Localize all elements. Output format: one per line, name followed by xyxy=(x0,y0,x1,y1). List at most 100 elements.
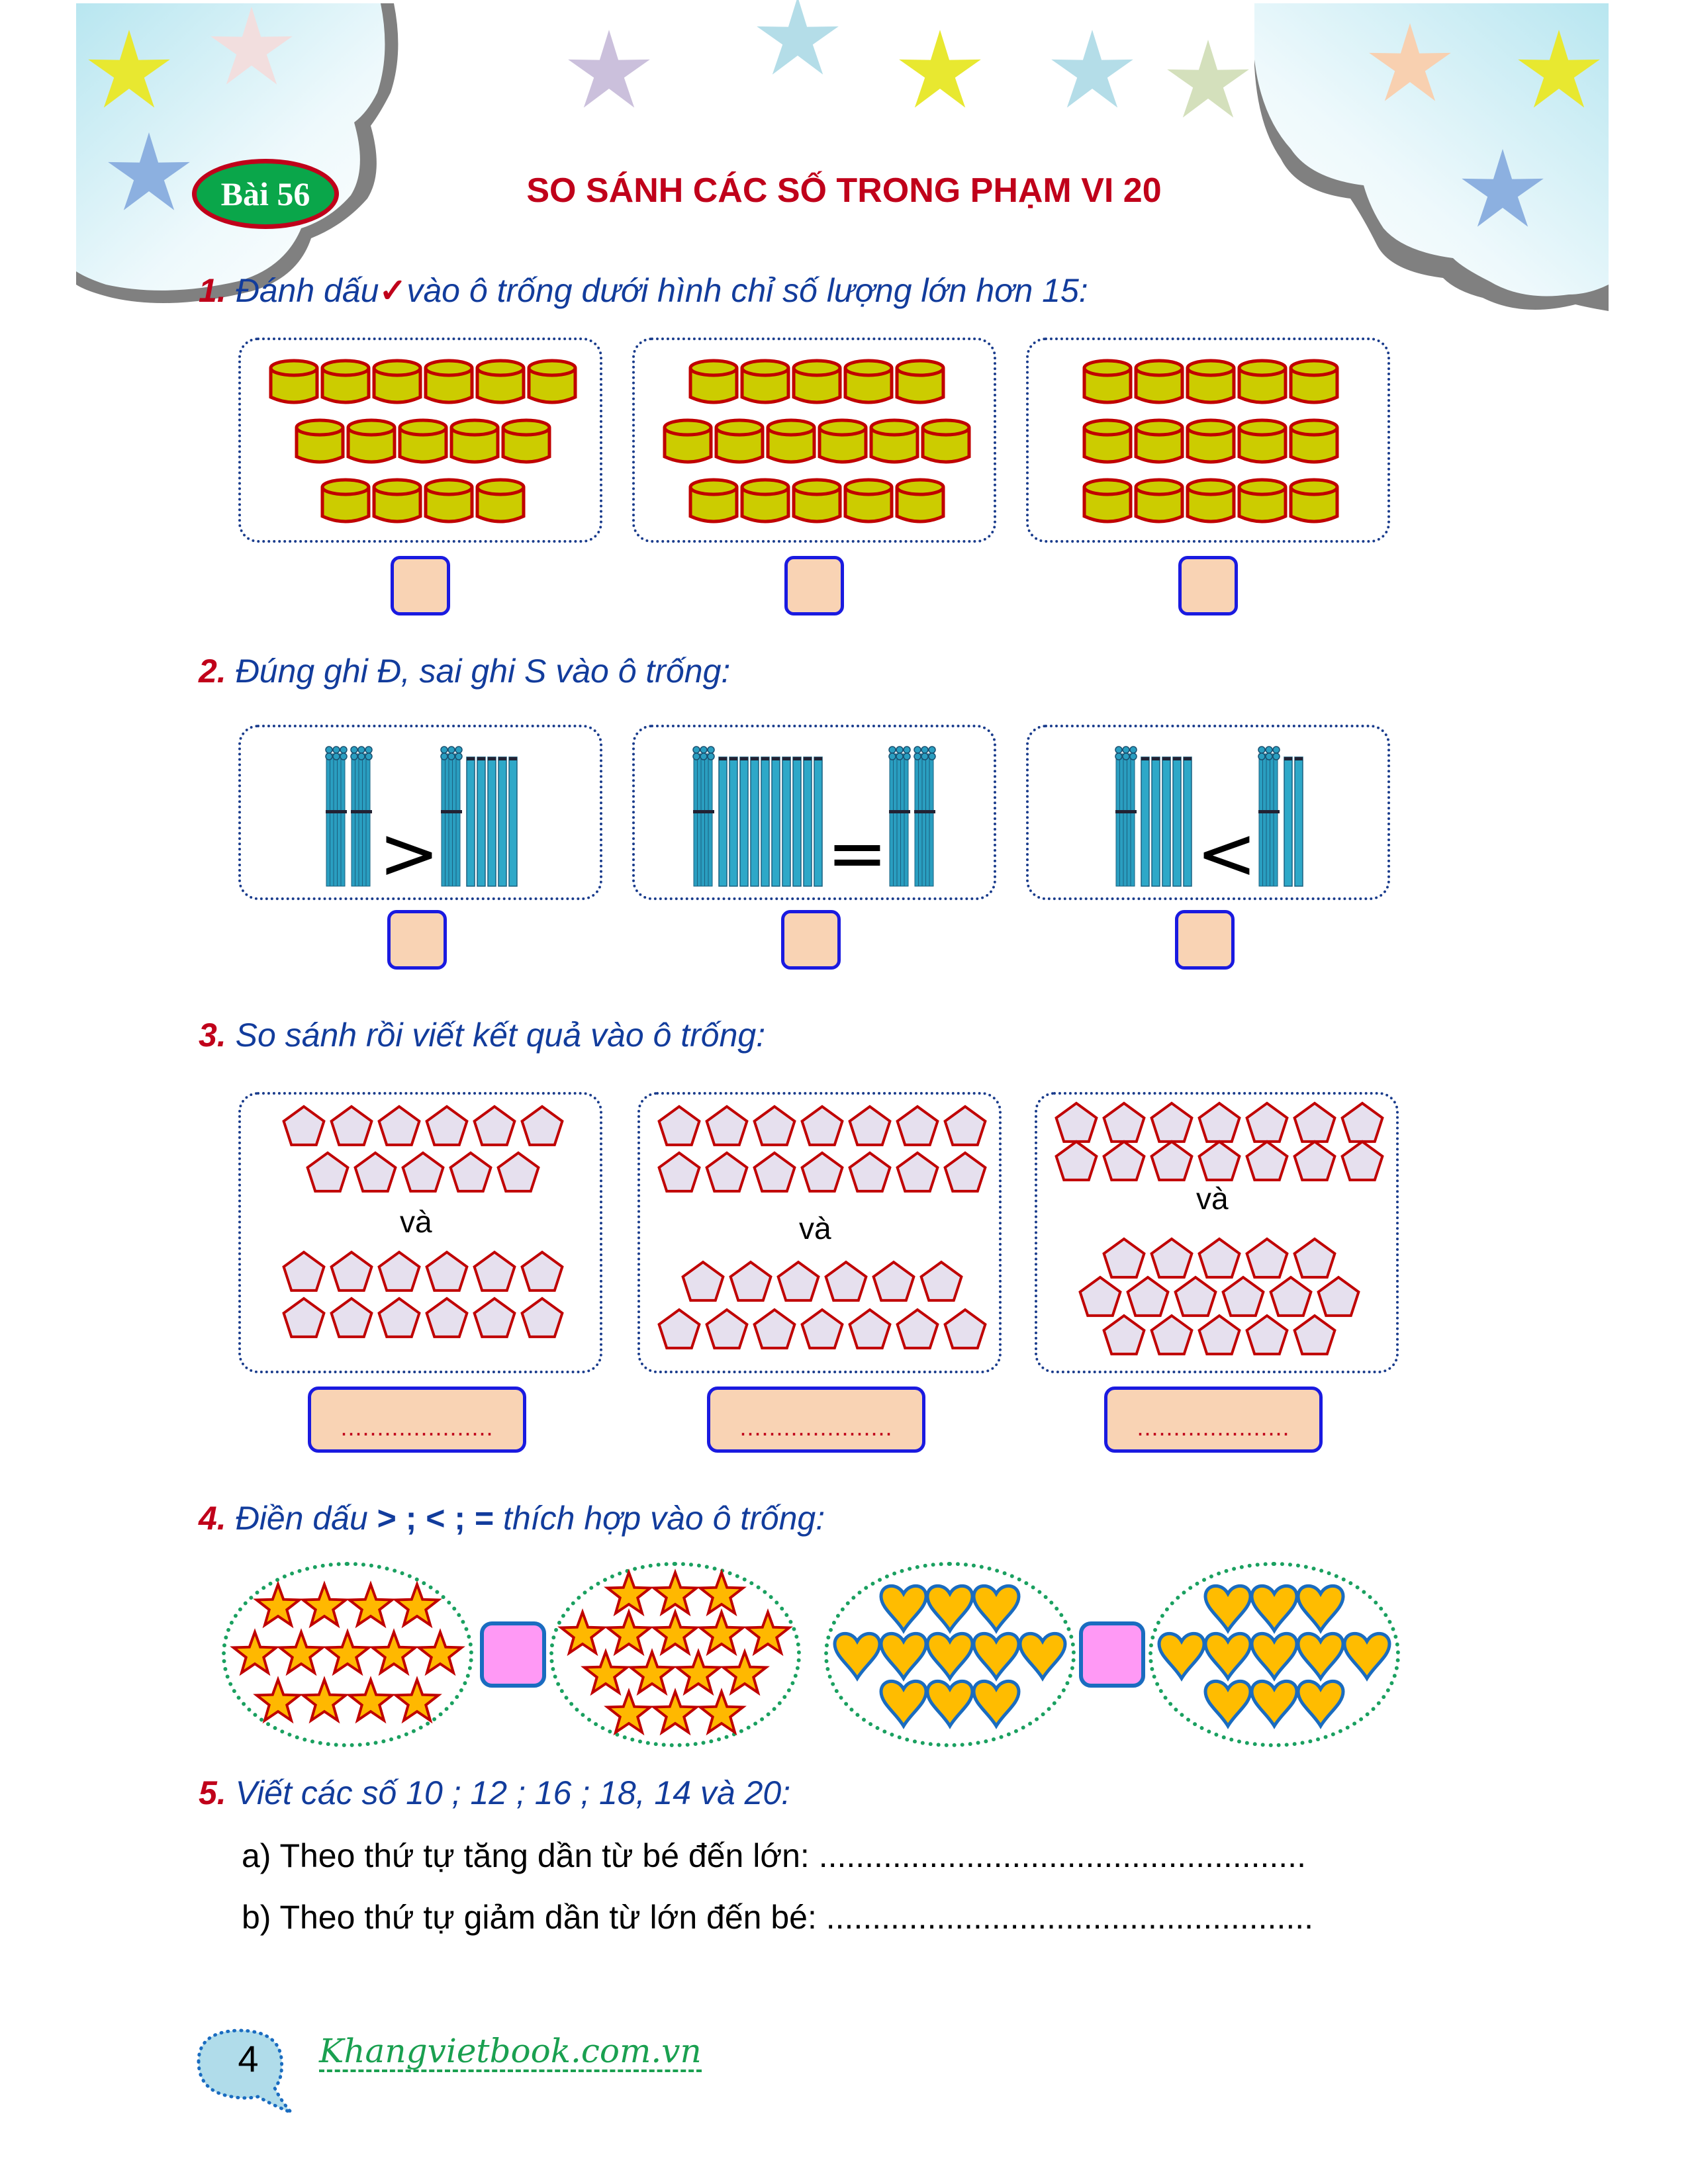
pentagon-icon xyxy=(896,1105,939,1146)
q3-group-box: và xyxy=(637,1092,1002,1373)
cylinder-icon xyxy=(475,478,526,523)
star-icon xyxy=(299,1676,350,1724)
q1-answer-checkbox[interactable] xyxy=(1178,556,1238,615)
stick-icon xyxy=(782,756,791,887)
pentagon-icon xyxy=(1102,1101,1146,1143)
pentagon-icon xyxy=(1340,1140,1384,1181)
q4-heading: 4. Điền dấu > ; < ; = thích hợp vào ô tr… xyxy=(199,1499,825,1537)
stick-icon xyxy=(761,756,770,887)
and-connector: và xyxy=(799,1211,831,1246)
pentagon-icon xyxy=(1245,1101,1289,1143)
page-title: SO SÁNH CÁC SỐ TRONG PHẠM VI 20 xyxy=(526,171,1162,210)
cylinder-icon xyxy=(501,418,551,464)
cylinder-icon xyxy=(688,478,739,523)
pentagon-icon xyxy=(401,1151,445,1193)
heart-group-left xyxy=(833,1584,1067,1729)
heart-icon xyxy=(1250,1680,1299,1729)
cylinder-icon xyxy=(921,418,971,464)
q2-true-false-box[interactable] xyxy=(781,910,841,970)
pentagon-icon xyxy=(943,1105,987,1146)
pentagon-icon xyxy=(520,1297,564,1338)
q2-comparison-box: > xyxy=(238,725,602,900)
heart-group-right xyxy=(1157,1584,1391,1729)
q1-answer-checkbox[interactable] xyxy=(391,556,450,615)
heart-icon xyxy=(879,1632,928,1682)
pentagon-icon xyxy=(753,1105,796,1146)
q5-text: Viết các số 10 ; 12 ; 16 ; 18, 14 và 20: xyxy=(235,1774,791,1811)
stick-bundle-icon xyxy=(440,746,463,887)
cylinder-icon xyxy=(740,359,790,404)
cylinder-icon xyxy=(740,478,790,523)
stick-bundle-icon xyxy=(1258,746,1280,887)
pentagon-icon xyxy=(657,1105,701,1146)
left-group-oval xyxy=(222,1562,473,1747)
pentagon-icon xyxy=(520,1105,564,1146)
pentagon-icon xyxy=(377,1250,421,1292)
pentagon-icon xyxy=(800,1151,844,1193)
pentagon-icon xyxy=(1293,1314,1336,1355)
pentagon-icon xyxy=(425,1250,469,1292)
pentagon-icon xyxy=(1197,1101,1241,1143)
stick-icon xyxy=(487,756,496,887)
star-icon xyxy=(346,1676,396,1724)
star-icon xyxy=(673,1648,724,1696)
sticks-comparison: > xyxy=(325,746,518,895)
star-icon xyxy=(650,1569,700,1617)
sticks-comparison: = xyxy=(692,746,936,895)
pentagon-icon xyxy=(705,1151,749,1193)
pentagon-icon xyxy=(425,1297,469,1338)
pentagon-icon xyxy=(473,1250,516,1292)
q5-part-a[interactable]: a) Theo thứ tự tăng dần từ bé đến lớn: .… xyxy=(242,1837,1306,1874)
pentagon-icon xyxy=(1150,1314,1194,1355)
pentagon-icon xyxy=(1293,1140,1336,1181)
q2-text: Đúng ghi Đ, sai ghi S vào ô trống: xyxy=(235,653,731,690)
heart-icon xyxy=(1203,1632,1252,1682)
page-number-bubble xyxy=(197,2028,293,2115)
star-icon xyxy=(696,1569,747,1617)
pentagon-icon xyxy=(848,1105,892,1146)
q1-group-box xyxy=(1026,338,1390,543)
q3-number: 3. xyxy=(199,1017,226,1054)
cylinder-icon xyxy=(424,478,474,523)
comparison-sign: = xyxy=(827,811,888,895)
stick-icon xyxy=(1151,756,1160,887)
q5-part-b[interactable]: b) Theo thứ tự giảm dần từ lớn đến bé: .… xyxy=(242,1899,1314,1936)
q3-answer-field[interactable]: ..................... xyxy=(707,1387,925,1453)
q3-heading: 3. So sánh rồi viết kết quả vào ô trống: xyxy=(199,1016,765,1054)
stick-icon xyxy=(498,756,507,887)
q1-answer-checkbox[interactable] xyxy=(784,556,844,615)
pentagon-icon xyxy=(330,1250,373,1292)
pentagon-icon xyxy=(282,1105,326,1146)
stick-icon xyxy=(1284,756,1293,887)
star-icon xyxy=(650,1608,700,1657)
q2-comparison-box: < xyxy=(1026,725,1390,900)
pentagon-icon xyxy=(1126,1275,1170,1317)
star-icon xyxy=(696,1688,747,1736)
cylinder-icon xyxy=(792,359,842,404)
pentagon-icon xyxy=(1221,1275,1265,1317)
pentagon-icon xyxy=(1293,1237,1336,1279)
heart-icon xyxy=(925,1680,974,1729)
cylinder-icon xyxy=(895,478,945,523)
publisher-site: Khangvietbook.com.vn xyxy=(319,2033,702,2072)
q1-text-before: Đánh dấu xyxy=(235,272,379,309)
cylinder-icon xyxy=(1289,359,1339,404)
q2-true-false-box[interactable] xyxy=(387,910,447,970)
pentagon-icon xyxy=(943,1308,987,1349)
q2-true-false-box[interactable] xyxy=(1175,910,1235,970)
q4-number: 4. xyxy=(199,1500,226,1537)
star-icon xyxy=(253,1676,303,1724)
q4-sign-box[interactable] xyxy=(480,1621,546,1688)
q1-group-box xyxy=(632,338,996,543)
cylinder-icon xyxy=(792,478,842,523)
cylinder-icon xyxy=(320,478,371,523)
star-icon xyxy=(743,1608,793,1657)
star-icon xyxy=(604,1569,654,1617)
q3-answer-field[interactable]: ..................... xyxy=(1104,1387,1323,1453)
right-group-oval xyxy=(1149,1562,1400,1747)
cylinder-icon xyxy=(895,359,945,404)
pentagon-icon xyxy=(1055,1101,1098,1143)
star-icon xyxy=(299,1580,350,1629)
q3-answer-field[interactable]: ..................... xyxy=(308,1387,526,1453)
q4-sign-box[interactable] xyxy=(1079,1621,1145,1688)
